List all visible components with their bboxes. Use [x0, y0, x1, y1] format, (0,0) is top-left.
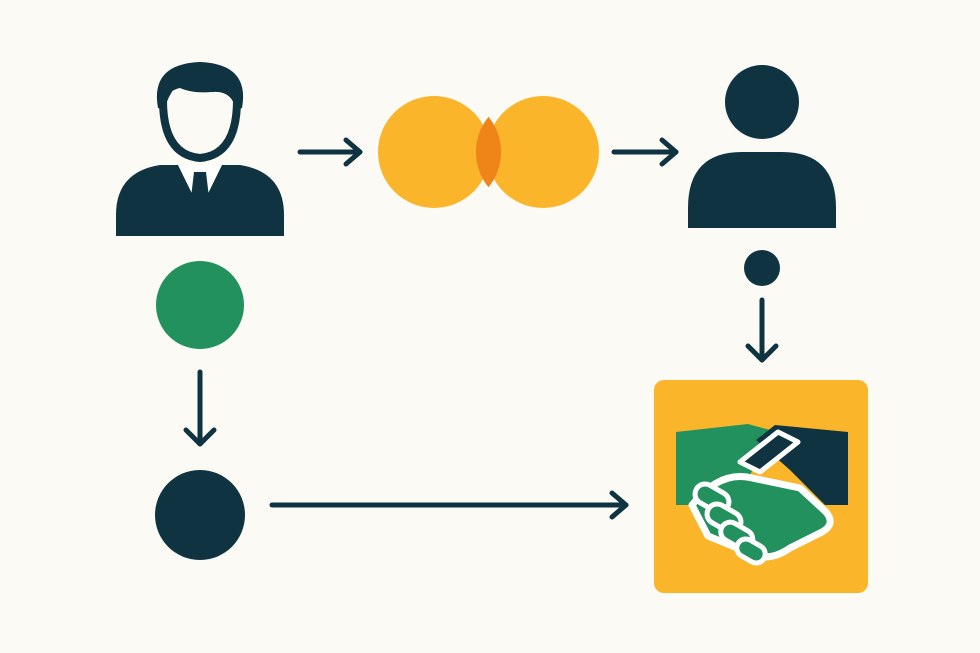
arrow-green-dot-to-dark-dot — [183, 369, 217, 447]
arrow-head — [609, 490, 629, 520]
businessman-icon — [116, 62, 284, 236]
arrow-person-dot-to-handshake — [745, 297, 779, 363]
businessman-hair — [156, 62, 244, 110]
person-body — [688, 152, 836, 228]
arrow-dark-dot-to-handshake — [269, 490, 629, 520]
overlapping-circles-icon — [378, 96, 599, 208]
businessman-tie — [190, 172, 210, 214]
left-circle — [378, 96, 490, 208]
arrow-head — [659, 137, 679, 167]
small-dark-dot — [744, 250, 780, 286]
right-circle — [487, 96, 599, 208]
green-dot — [156, 261, 244, 349]
circle-intersection — [475, 116, 502, 188]
finger-4 — [734, 536, 768, 566]
arrow-head — [745, 343, 779, 363]
person-icon — [688, 65, 836, 228]
dark-dot — [155, 470, 245, 560]
handshake-icon — [654, 380, 868, 593]
arrow-circles-to-person — [611, 137, 679, 167]
fingers — [692, 481, 768, 566]
right-hand-thumb — [737, 429, 801, 475]
arrow-businessman-to-circles — [297, 137, 363, 167]
arrow-head — [343, 137, 363, 167]
arrow-head — [183, 427, 217, 447]
person-head — [725, 65, 799, 139]
